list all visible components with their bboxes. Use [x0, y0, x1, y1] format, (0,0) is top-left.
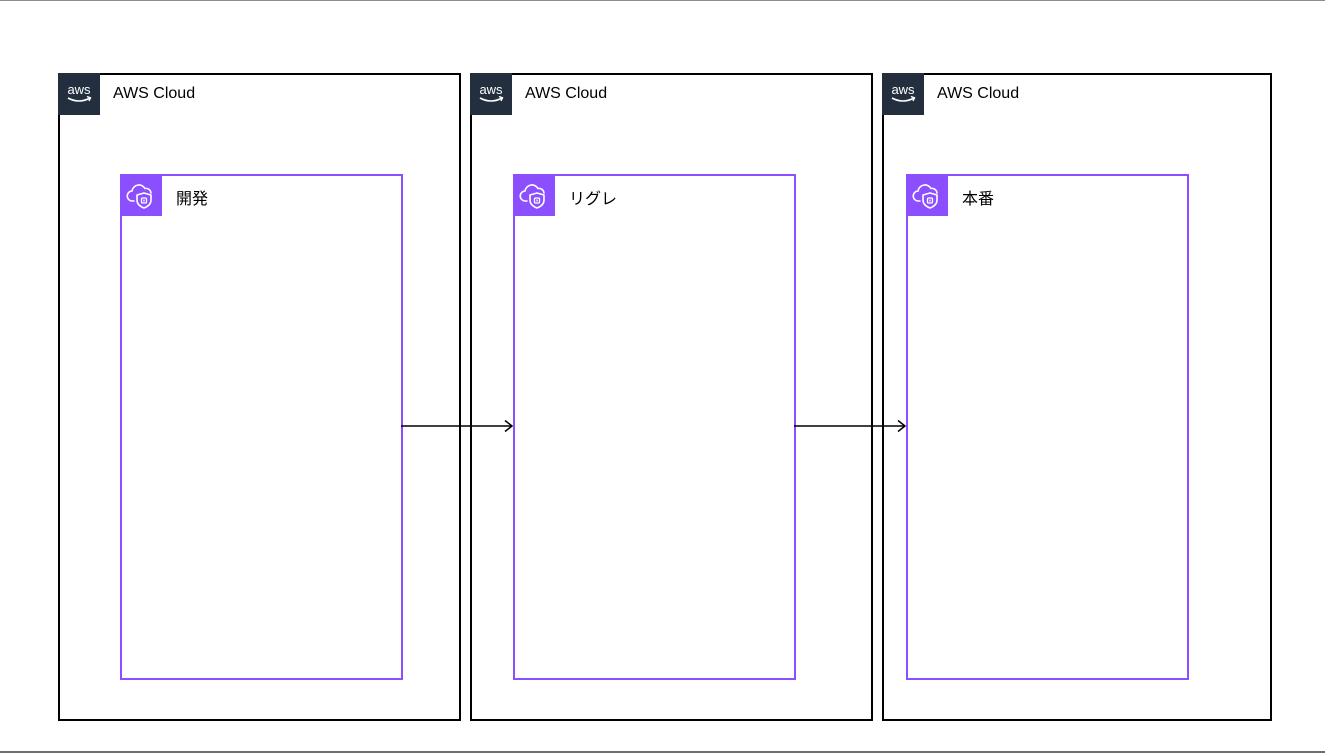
cloud-title: AWS Cloud	[525, 85, 608, 102]
svg-text:aws: aws	[479, 82, 503, 97]
aws-cloud-group-prod[interactable]: aws AWS Cloud 本番	[882, 73, 1272, 721]
vpc-group-dev[interactable]: 開発	[120, 174, 403, 680]
vpc-group-regression[interactable]: リグレ	[513, 174, 796, 680]
vpc-group-prod[interactable]: 本番	[906, 174, 1189, 680]
vpc-label: リグレ	[569, 191, 618, 208]
aws-logo-icon: aws	[470, 73, 512, 115]
vpc-label: 本番	[962, 191, 995, 208]
vpc-cloud-shield-icon	[120, 174, 162, 216]
aws-cloud-group-dev[interactable]: aws AWS Cloud 開発	[58, 73, 461, 721]
bottom-divider	[0, 751, 1325, 753]
aws-logo-icon: aws	[58, 73, 100, 115]
cloud-title: AWS Cloud	[937, 85, 1020, 102]
svg-text:aws: aws	[67, 82, 91, 97]
svg-text:aws: aws	[891, 82, 915, 97]
vpc-cloud-shield-icon	[906, 174, 948, 216]
vpc-label: 開発	[176, 191, 209, 208]
vpc-cloud-shield-icon	[513, 174, 555, 216]
aws-cloud-group-regression[interactable]: aws AWS Cloud リグレ	[470, 73, 873, 721]
cloud-title: AWS Cloud	[113, 85, 196, 102]
aws-logo-icon: aws	[882, 73, 924, 115]
top-divider	[0, 0, 1325, 1]
